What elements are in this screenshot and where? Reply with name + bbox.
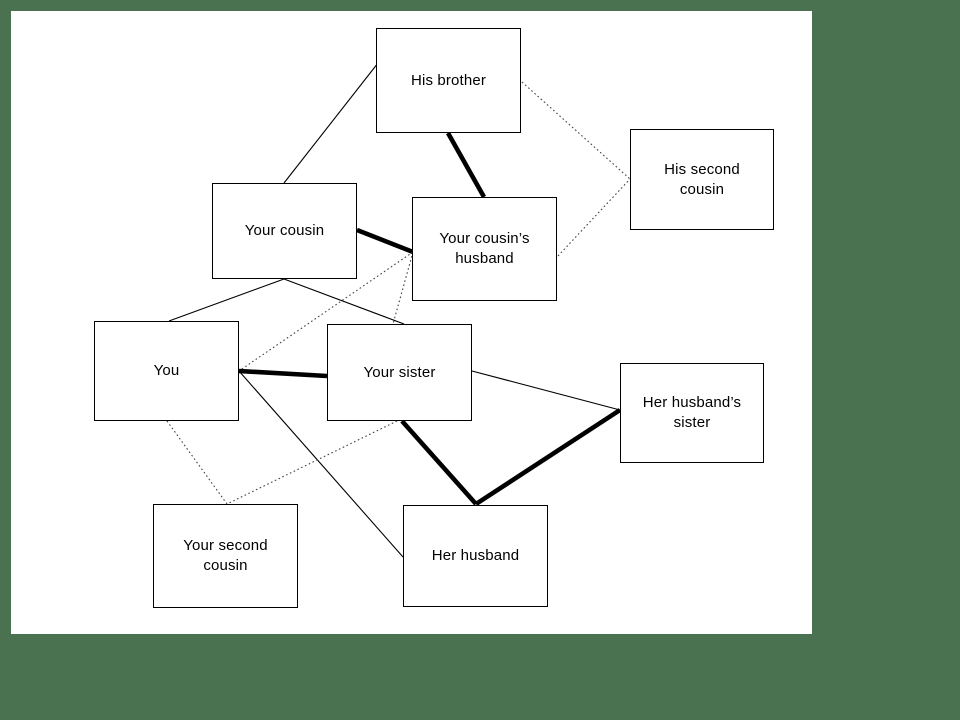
edge-you-to-your-second-cousin bbox=[166, 420, 228, 505]
node-label-her-husband: Her husband bbox=[431, 547, 520, 565]
node-your-cousins-husband[interactable]: Your cousin’s husband bbox=[412, 197, 557, 301]
node-you[interactable]: You bbox=[94, 321, 239, 421]
node-your-second-cousin[interactable]: Your second cousin bbox=[153, 504, 298, 608]
node-your-sister[interactable]: Your sister bbox=[327, 324, 472, 421]
node-label-your-second-cousin: Your second cousin bbox=[183, 537, 268, 574]
edge-her-husband-to-her-husbands-sister bbox=[474, 408, 622, 506]
edge-your-cousin-to-your-sister bbox=[283, 278, 405, 325]
edge-your-sister-to-her-husbands-sister bbox=[471, 370, 621, 411]
node-her-husband[interactable]: Her husband bbox=[403, 505, 548, 607]
edge-your-cousins-husband-to-his-second-cousin bbox=[557, 178, 631, 257]
node-his-brother[interactable]: His brother bbox=[376, 28, 521, 133]
edge-you-to-your-sister bbox=[238, 368, 328, 379]
node-his-second-cousin[interactable]: His second cousin bbox=[630, 129, 774, 230]
node-label-his-second-cousin: His second cousin bbox=[664, 160, 740, 198]
edge-your-cousin-to-your-cousins-husband bbox=[356, 227, 414, 255]
edge-his-brother-to-your-cousins-husband bbox=[445, 131, 487, 199]
node-label-you: You bbox=[153, 362, 180, 380]
edge-your-cousins-husband-to-your-sister bbox=[392, 251, 414, 325]
edge-your-sister-to-her-husband bbox=[400, 419, 478, 506]
node-label-her-husbands-sister: Her husband’s sister bbox=[642, 394, 742, 431]
node-label-his-brother: His brother bbox=[410, 71, 486, 89]
edge-your-sister-to-your-second-cousin bbox=[226, 420, 398, 505]
node-your-cousin[interactable]: Your cousin bbox=[212, 183, 357, 279]
node-label-your-cousins-husband: Your cousin’s husband bbox=[439, 230, 530, 267]
edge-his-brother-to-his-second-cousin bbox=[521, 81, 631, 180]
edge-your-cousin-to-you bbox=[168, 278, 285, 322]
node-label-your-sister: Your sister bbox=[363, 363, 436, 381]
edge-his-brother-to-your-cousin bbox=[283, 62, 379, 184]
node-her-husbands-sister[interactable]: Her husband’s sister bbox=[620, 363, 764, 463]
node-label-your-cousin: Your cousin bbox=[244, 222, 325, 240]
